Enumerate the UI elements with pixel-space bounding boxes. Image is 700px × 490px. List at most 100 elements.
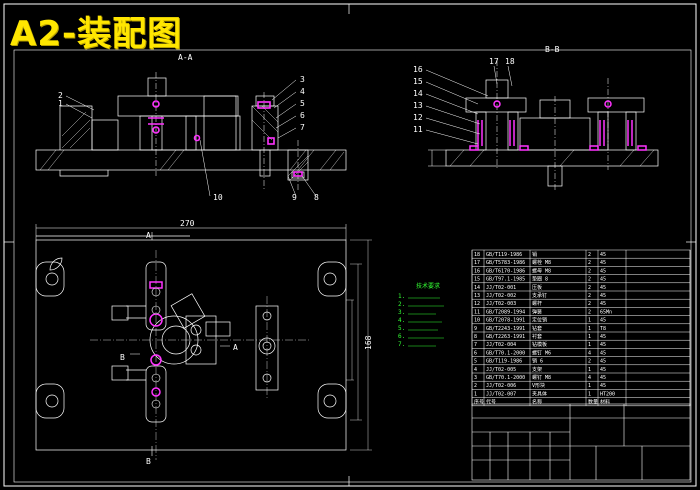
- parts-cell: JJ/T02-007: [486, 391, 516, 397]
- parts-cell: 17: [474, 260, 480, 266]
- dim-b-bottom: B: [146, 457, 151, 466]
- callout-5: 5: [300, 99, 305, 108]
- parts-header-cell: 代号: [486, 399, 496, 406]
- parts-cell: 45: [600, 268, 606, 274]
- parts-cell: 6: [474, 350, 477, 356]
- parts-cell: 45: [600, 301, 606, 307]
- parts-cell: 45: [600, 383, 606, 389]
- callout-3: 3: [300, 75, 305, 84]
- callout-17: 17: [489, 57, 499, 66]
- parts-cell: 销: [532, 251, 537, 258]
- parts-cell: 压板: [532, 284, 542, 291]
- parts-cell: 垫圈 8: [532, 276, 548, 283]
- parts-cell: 定位销: [532, 317, 547, 324]
- note-4: 4.: [398, 317, 405, 324]
- aa-base-plate: [35, 149, 347, 171]
- callout-10: 10: [213, 193, 223, 202]
- parts-cell: 16: [474, 268, 480, 274]
- parts-cell: 2: [588, 285, 591, 291]
- parts-cell: GB/T70.1-2000: [486, 350, 525, 356]
- plan-accent-marks: [149, 281, 163, 397]
- bb-callout-labels: 17 18 16 15 14 13 12 11: [413, 57, 515, 134]
- parts-cell: 4: [588, 375, 591, 381]
- parts-cell: 14: [474, 285, 480, 291]
- callout-14: 14: [413, 89, 423, 98]
- dim-a-top: A: [146, 231, 151, 240]
- parts-header-cell: 材料: [600, 399, 610, 406]
- parts-cell: 45: [600, 375, 606, 381]
- parts-cell: JJ/T02-003: [486, 301, 516, 307]
- callout-11: 11: [413, 125, 423, 134]
- parts-header-cell: 名称: [532, 399, 542, 406]
- callout-12: 12: [413, 113, 423, 122]
- dim-168: 168: [364, 335, 373, 350]
- parts-cell: 9: [474, 326, 477, 332]
- parts-cell: 15: [474, 277, 480, 283]
- parts-cell: 18: [474, 252, 480, 258]
- callout-8: 8: [314, 193, 319, 202]
- parts-cell: 4: [588, 350, 591, 356]
- parts-cell: JJ/T02-004: [486, 342, 516, 348]
- parts-cell: 13: [474, 293, 480, 299]
- title-block: [471, 403, 691, 481]
- callout-13: 13: [413, 101, 423, 110]
- dim-270: 270: [180, 219, 195, 228]
- notes-heading: 技术要求: [416, 282, 440, 290]
- parts-cell: 45: [600, 285, 606, 291]
- parts-cell: 11: [474, 309, 480, 315]
- parts-header-cell: 序号: [474, 399, 484, 406]
- drawing-title: A2-装配图: [10, 14, 183, 54]
- parts-cell: 支承钉: [532, 292, 547, 299]
- note-6: 6.: [398, 333, 405, 340]
- parts-cell: 夹具体: [532, 390, 547, 397]
- callout-16: 16: [413, 65, 423, 74]
- parts-cell: 螺母 M8: [532, 267, 551, 274]
- parts-cell: 1: [588, 318, 591, 324]
- parts-cell: JJ/T02-001: [486, 285, 516, 291]
- parts-cell: 衬套: [532, 333, 542, 340]
- aa-callout-labels: 2 1 3 4 5 6 7 10 9 8: [58, 75, 319, 202]
- parts-cell: 钻模板: [532, 341, 547, 348]
- view-label-aa: A-A: [178, 53, 193, 62]
- plan-view: [35, 224, 372, 460]
- note-7: 7.: [398, 341, 405, 348]
- parts-cell: GB/T2263-1991: [486, 334, 525, 340]
- parts-cell: 10: [474, 318, 480, 324]
- parts-cell: 销 6: [532, 358, 543, 365]
- parts-cell: V形块: [532, 382, 545, 389]
- parts-cell: JJ/T02-005: [486, 367, 516, 373]
- parts-cell: 2: [588, 277, 591, 283]
- note-1: 1.: [398, 293, 405, 300]
- parts-cell: 钻套: [532, 325, 542, 332]
- parts-cell: 2: [588, 301, 591, 307]
- parts-cell: 2: [588, 309, 591, 315]
- parts-cell: 1: [588, 367, 591, 373]
- parts-cell: 螺栓 M8: [532, 259, 551, 266]
- parts-cell: GB/T119-1986: [486, 359, 522, 365]
- parts-cell: 45: [600, 252, 606, 258]
- aa-accent-marks: [148, 100, 303, 177]
- callout-4: 4: [300, 87, 305, 96]
- section-view-bb: B-B: [428, 45, 659, 192]
- parts-cell: 45: [600, 318, 606, 324]
- outer-border: [3, 3, 697, 487]
- dim-b-left: B: [120, 353, 125, 362]
- parts-cell: 1: [588, 391, 591, 397]
- parts-cell: 7: [474, 342, 477, 348]
- parts-cell: 1: [588, 383, 591, 389]
- parts-cell: 1: [588, 342, 591, 348]
- parts-cell: GB/T70.1-2000: [486, 375, 525, 381]
- view-label-bb: B-B: [545, 45, 560, 54]
- parts-cell: 螺钉 M6: [532, 349, 551, 356]
- parts-cell: 45: [600, 277, 606, 283]
- parts-cell: 3: [474, 375, 477, 381]
- parts-cell: 45: [600, 334, 606, 340]
- callout-7: 7: [300, 123, 305, 132]
- inner-border: [13, 49, 692, 483]
- parts-cell: 45: [600, 260, 606, 266]
- parts-cell: 12: [474, 301, 480, 307]
- parts-cell: GB/T6170-1986: [486, 268, 525, 274]
- parts-cell: GB/T2243-1991: [486, 326, 525, 332]
